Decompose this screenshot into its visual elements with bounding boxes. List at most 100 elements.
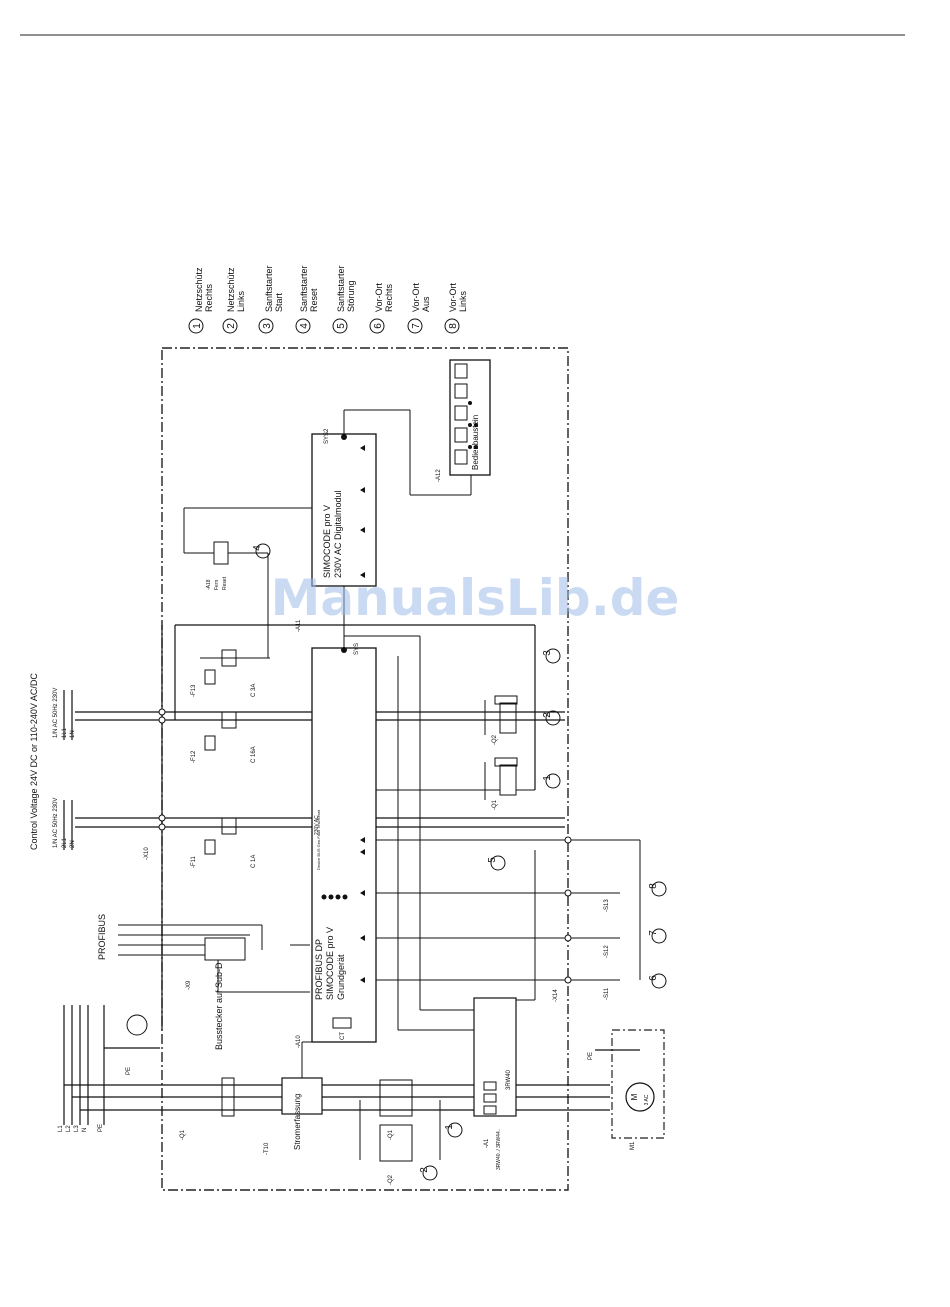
basic-unit-sys: SYS <box>354 643 360 655</box>
svg-text:Reset: Reset <box>309 288 319 312</box>
soft-starter-model: 3RW40../ 3RW44.. <box>496 1129 502 1171</box>
digital-module-sys: SYS2 <box>324 428 330 444</box>
svg-text:3: 3 <box>262 323 273 329</box>
svg-text:3: 3 <box>542 650 553 656</box>
profibus-lines <box>118 924 310 993</box>
f11-rating: C 1A <box>251 855 257 868</box>
coil-markers <box>255 543 561 1181</box>
svg-text:Aus: Aus <box>421 296 431 312</box>
motor-phase: 3 AC <box>644 1094 650 1105</box>
legend-item-7: 7 Vor-Ort Aus <box>407 282 431 334</box>
digital-module-l1: SIMOCODE pro V <box>322 505 332 578</box>
pe-label: PE <box>126 1067 132 1075</box>
breaker-f13 <box>200 649 270 685</box>
reset-l2: Reset <box>222 576 228 590</box>
led-labels: Device BUS Gen.Fault Test/Reset <box>316 809 321 870</box>
mains-l1: L1 <box>58 1125 64 1132</box>
main-contacts <box>359 1079 441 1162</box>
q2-coil-label: -Q2 <box>492 734 498 745</box>
operator-panel-buttons <box>454 363 468 465</box>
supply-n1-label: 1N <box>70 730 76 738</box>
reset-box <box>213 541 229 565</box>
current-sensor-box <box>281 1077 323 1115</box>
panel-cable <box>343 409 472 496</box>
svg-text:5: 5 <box>487 857 498 863</box>
profibus-title: PROFIBUS <box>97 914 107 960</box>
svg-text:Links: Links <box>458 290 468 312</box>
svg-text:Start: Start <box>274 292 284 312</box>
svg-text:Netzschütz: Netzschütz <box>226 267 236 312</box>
svg-text:Links: Links <box>236 290 246 312</box>
svg-text:2: 2 <box>226 323 237 329</box>
operator-panel-label: Bedienbaustein <box>471 415 480 470</box>
f13-label: -F13 <box>191 684 197 697</box>
digital-module-inputs <box>360 445 365 578</box>
current-sensor-label: Stromerfassung <box>293 1094 302 1150</box>
supply-terminals <box>158 708 166 831</box>
svg-text:2: 2 <box>542 712 553 718</box>
legend-item-1: 1 Netzschütz Rechts <box>188 267 214 334</box>
svg-text:8: 8 <box>648 883 659 889</box>
svg-text:6: 6 <box>648 975 659 981</box>
soft-starter-tag: -A1 <box>484 1138 490 1148</box>
ct-connector <box>332 1017 352 1029</box>
digital-module-tag: -A11 <box>296 619 302 632</box>
x10-label: -X10 <box>144 847 150 860</box>
digital-module-box <box>311 433 377 587</box>
s13-label: -S13 <box>604 899 610 912</box>
legend-item-5: 5 Sanftstarter Störung <box>332 265 356 334</box>
basic-unit-supply: 230V AC <box>314 815 320 835</box>
supply-l2-label: 2L1 <box>62 837 68 848</box>
motor-label: M <box>630 1093 639 1100</box>
svg-text:Störung: Störung <box>346 280 356 312</box>
svg-text:Vor-Ort: Vor-Ort <box>374 282 384 312</box>
svg-text:Sanftstarter: Sanftstarter <box>336 265 346 312</box>
svg-text:Sanftstarter: Sanftstarter <box>299 265 309 312</box>
x9-label: -X9 <box>186 980 192 990</box>
mains-n: N <box>82 1128 88 1132</box>
svg-text:1: 1 <box>444 1124 455 1130</box>
motor-tag: M1 <box>630 1141 636 1150</box>
f11-label: -F11 <box>191 855 197 868</box>
f12-rating: C 16A <box>251 746 257 763</box>
ground-icon <box>126 1014 148 1036</box>
mains-rails <box>63 1005 640 1125</box>
svg-text:8: 8 <box>448 323 459 329</box>
basic-unit-l1: PROFIBUS DP <box>314 939 324 1000</box>
motor-icon <box>625 1082 655 1112</box>
svg-text:Vor-Ort: Vor-Ort <box>448 282 458 312</box>
svg-text:Sanftstarter: Sanftstarter <box>264 265 274 312</box>
svg-text:7: 7 <box>411 323 422 329</box>
svg-text:4: 4 <box>299 323 310 329</box>
reset-wiring <box>183 507 312 658</box>
coil-marker-nums: 3 2 1 4 5 1 2 <box>252 545 553 1173</box>
motor-pe-label: PE <box>588 1052 594 1060</box>
basic-unit-box <box>311 647 377 1043</box>
svg-text:1: 1 <box>192 323 203 329</box>
f13-rating: C 3A <box>251 684 257 697</box>
legend-item-2: 2 Netzschütz Links <box>222 267 246 334</box>
operator-panel-leds <box>468 401 478 449</box>
x14-label: -X14 <box>553 989 559 1002</box>
q1-coil-label: -Q1 <box>492 799 498 810</box>
mains-l2: L2 <box>66 1125 72 1132</box>
f12-label: -F12 <box>191 750 197 763</box>
operator-panel-tag: -A12 <box>436 469 442 482</box>
supply-ac2: 1/N AC 50Hz 230V <box>53 798 59 848</box>
button-wiring <box>344 635 641 1031</box>
breaker-f12 <box>200 711 240 751</box>
legend-item-8: 8 Vor-Ort Links <box>444 282 468 334</box>
supply-ac1: 1/N AC 50Hz 230V <box>53 688 59 738</box>
basic-unit-tag: -A10 <box>296 1035 302 1048</box>
q1-main-label: -Q1 <box>388 1129 394 1140</box>
soft-starter-label: 3RW40 <box>506 1069 512 1090</box>
svg-text:Rechts: Rechts <box>384 283 394 312</box>
reset-l1: Fern <box>214 580 220 591</box>
watermark: ManualsLib.de <box>271 569 680 627</box>
s12-label: -S12 <box>604 945 610 958</box>
breaker-f11 <box>200 817 240 855</box>
sys-port <box>341 647 347 653</box>
ct-label: CT <box>340 1032 346 1040</box>
svg-text:6: 6 <box>373 323 384 329</box>
